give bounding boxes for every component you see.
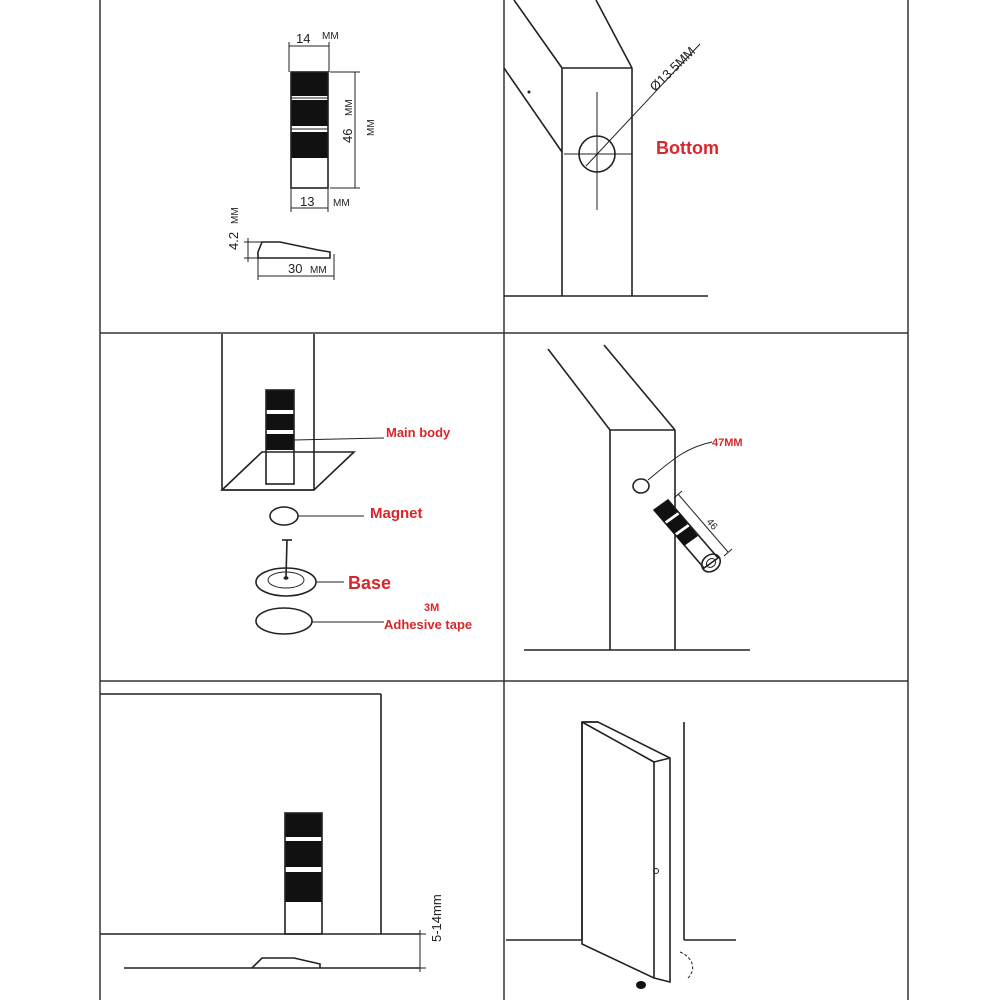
tape-label-line2: Adhesive tape (384, 617, 472, 632)
side-value: 4.2 (226, 232, 241, 250)
furniture-leg (503, 0, 708, 297)
magnet-label: Magnet (370, 505, 423, 522)
drill-hole (564, 43, 701, 210)
door-front (100, 693, 420, 935)
side-view-plate: 4.2 MM 30 MM (226, 207, 335, 280)
door-frame (506, 721, 736, 941)
stopper-tilted: 46 (652, 490, 733, 573)
panel-installation: 47MM 46 (524, 344, 750, 651)
furniture-leg-angled (524, 344, 750, 651)
door-knob (653, 868, 659, 874)
gap-label: 5-14mm (429, 894, 444, 942)
width-unit: MM (322, 31, 339, 42)
door-leaf (581, 721, 671, 984)
tape-part (255, 607, 384, 635)
panel-gap: 5-14mm (100, 693, 444, 972)
panel-door (506, 721, 736, 989)
length-unit: MM (310, 265, 327, 276)
base-unit: MM (333, 198, 350, 209)
main-body-label: Main body (386, 425, 451, 440)
bottom-label: Bottom (656, 138, 719, 158)
panel-parts: Main body Magnet Base 3M Adhesive tape (219, 334, 472, 635)
height-value: 46 (340, 129, 355, 143)
height-unit: MM (344, 99, 355, 116)
main-body-part (265, 389, 385, 485)
width-value: 14 (296, 31, 310, 46)
hole-marker (632, 441, 713, 494)
stopper-front (284, 812, 323, 935)
base-dimension: 13 MM (290, 188, 350, 212)
side-unit: MM (230, 207, 241, 224)
base-part (255, 539, 344, 597)
stopper-body (290, 71, 329, 189)
panel-grid (99, 0, 909, 1000)
panel-bottom-hole: Ø13.5MM Bottom (503, 0, 719, 297)
height-dimension: 46 MM MM (330, 71, 377, 189)
floor-plate (124, 957, 420, 969)
tape-label-line1: 3M (424, 602, 439, 614)
base-value: 13 (300, 194, 314, 209)
base-label: Base (348, 573, 391, 593)
door-stopper-floor (636, 951, 694, 989)
length-label: 46 (704, 517, 720, 533)
panel-dimensions: 14 MM 46 MM MM 13 MM (226, 31, 377, 280)
magnet-part (269, 506, 364, 526)
diameter-label: Ø13.5MM (647, 44, 698, 94)
height-unit-extra: MM (366, 119, 377, 136)
length-value: 30 (288, 261, 302, 276)
gap-dimension: 5-14mm (414, 894, 444, 972)
offset-label: 47MM (712, 437, 743, 449)
width-dimension: 14 MM (288, 31, 339, 72)
furniture-leg-3d (219, 334, 357, 491)
